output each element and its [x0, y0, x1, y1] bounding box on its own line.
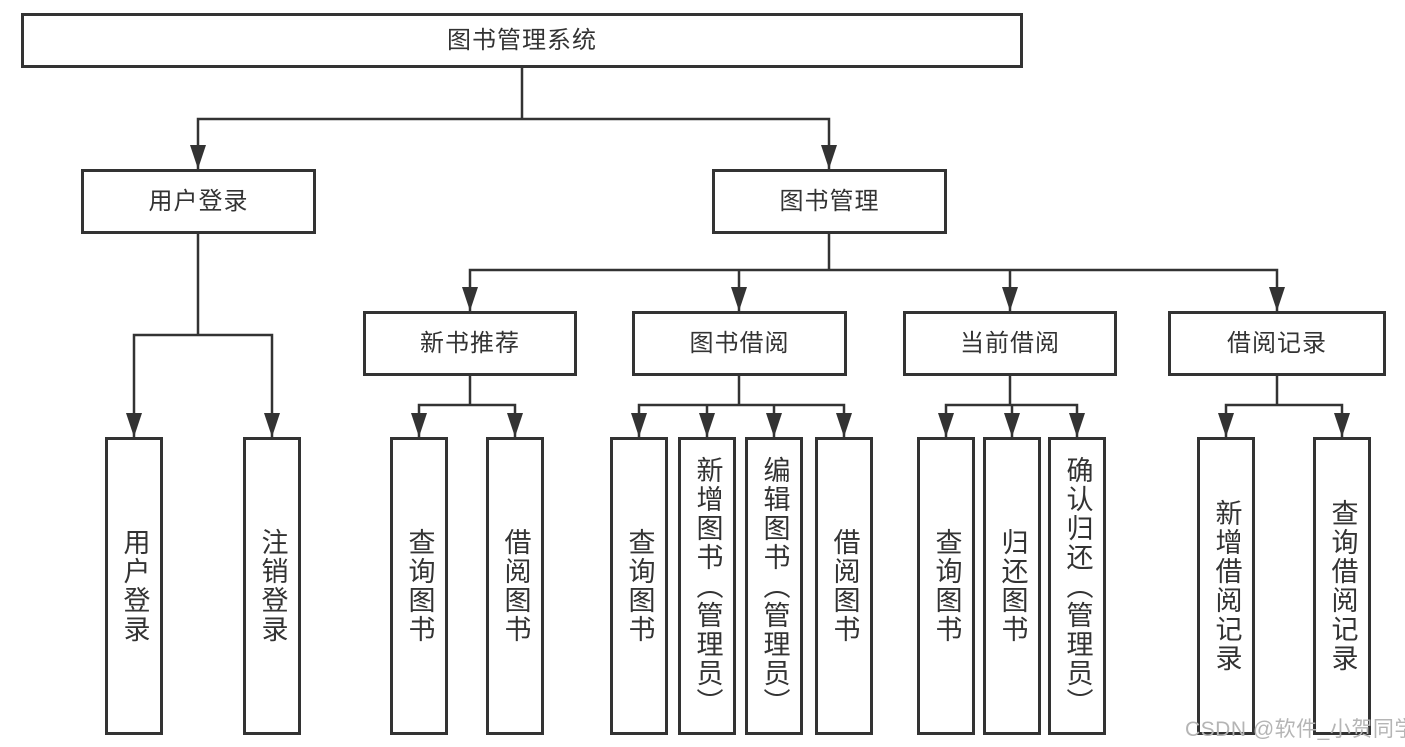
node-label: 归还图书 [997, 528, 1028, 644]
node-label: 当前借阅 [960, 329, 1060, 357]
leaf-add-book-admin: 新增图书（管理员） [678, 437, 736, 735]
node-label: 新书推荐 [420, 329, 520, 357]
leaf-borrow-book: 借阅图书 [815, 437, 873, 735]
node-label: 确认归还（管理员） [1062, 455, 1093, 717]
node-label: 图书管理系统 [447, 26, 597, 54]
leaf-return-book: 归还图书 [983, 437, 1041, 735]
leaf-query-book-borrow: 查询图书 [610, 437, 668, 735]
node-user-login: 用户登录 [81, 169, 316, 234]
leaf-query-book-recommend: 查询图书 [390, 437, 448, 735]
node-label: 借阅图书 [829, 528, 860, 644]
node-label: 借阅记录 [1227, 329, 1327, 357]
leaf-confirm-return-admin: 确认归还（管理员） [1048, 437, 1106, 735]
leaf-logout: 注销登录 [243, 437, 301, 735]
leaf-query-borrow-record: 查询借阅记录 [1313, 437, 1371, 735]
node-library-system: 图书管理系统 [21, 13, 1023, 68]
node-label: 图书管理 [779, 187, 880, 215]
node-label: 查询借阅记录 [1327, 499, 1358, 673]
leaf-add-borrow-record: 新增借阅记录 [1197, 437, 1255, 735]
node-book-management: 图书管理 [712, 169, 947, 234]
node-label: 图书借阅 [689, 329, 790, 357]
leaf-query-book-current: 查询图书 [917, 437, 975, 735]
node-label: 借阅图书 [500, 528, 531, 644]
node-label: 查询图书 [931, 528, 962, 644]
node-label: 新增图书（管理员） [692, 455, 723, 717]
node-current-borrow: 当前借阅 [903, 311, 1117, 376]
node-book-borrow: 图书借阅 [632, 311, 847, 376]
csdn-watermark: CSDN @软件_小贺同学 [1185, 718, 1405, 741]
leaf-user-login: 用户登录 [105, 437, 163, 735]
node-label: 用户登录 [119, 528, 150, 644]
node-label: 新增借阅记录 [1211, 499, 1242, 673]
node-new-book-recommend: 新书推荐 [363, 311, 577, 376]
node-label: 注销登录 [257, 528, 288, 644]
leaf-borrow-book-recommend: 借阅图书 [486, 437, 544, 735]
node-label: 查询图书 [404, 528, 435, 644]
node-label: 编辑图书（管理员） [759, 455, 790, 717]
leaf-edit-book-admin: 编辑图书（管理员） [745, 437, 803, 735]
node-label: 查询图书 [624, 528, 655, 644]
node-label: 用户登录 [148, 187, 249, 215]
node-borrow-records: 借阅记录 [1168, 311, 1386, 376]
